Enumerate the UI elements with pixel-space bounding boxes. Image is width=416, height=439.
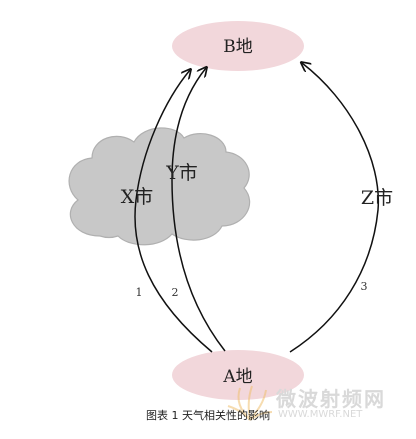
watermark: 微波射频网 WWW.MWRF.NET (226, 380, 416, 424)
route-3-arrow (289, 63, 380, 353)
route-2-arrow (171, 68, 226, 352)
figure-caption: 图表 1 天气相关性的影响 (146, 409, 270, 422)
watermark-logo-icon (227, 385, 273, 421)
watermark-url: WWW.MWRF.NET (278, 409, 363, 420)
route-1-arrow (134, 70, 213, 353)
route-2-label: 2 (172, 286, 179, 299)
city-y-label: Y市 (165, 162, 198, 184)
route-1-label: 1 (136, 286, 143, 299)
route-3-label: 3 (361, 280, 368, 293)
city-z-label: Z市 (361, 187, 393, 209)
origin-node: A地 (172, 350, 304, 400)
city-x-label: X市 (121, 186, 154, 208)
cloud-shape (68, 127, 251, 246)
destination-label: B地 (223, 37, 253, 57)
destination-node: B地 (172, 21, 304, 71)
origin-label: A地 (222, 367, 252, 387)
watermark-name: 微波射频网 (276, 387, 386, 411)
